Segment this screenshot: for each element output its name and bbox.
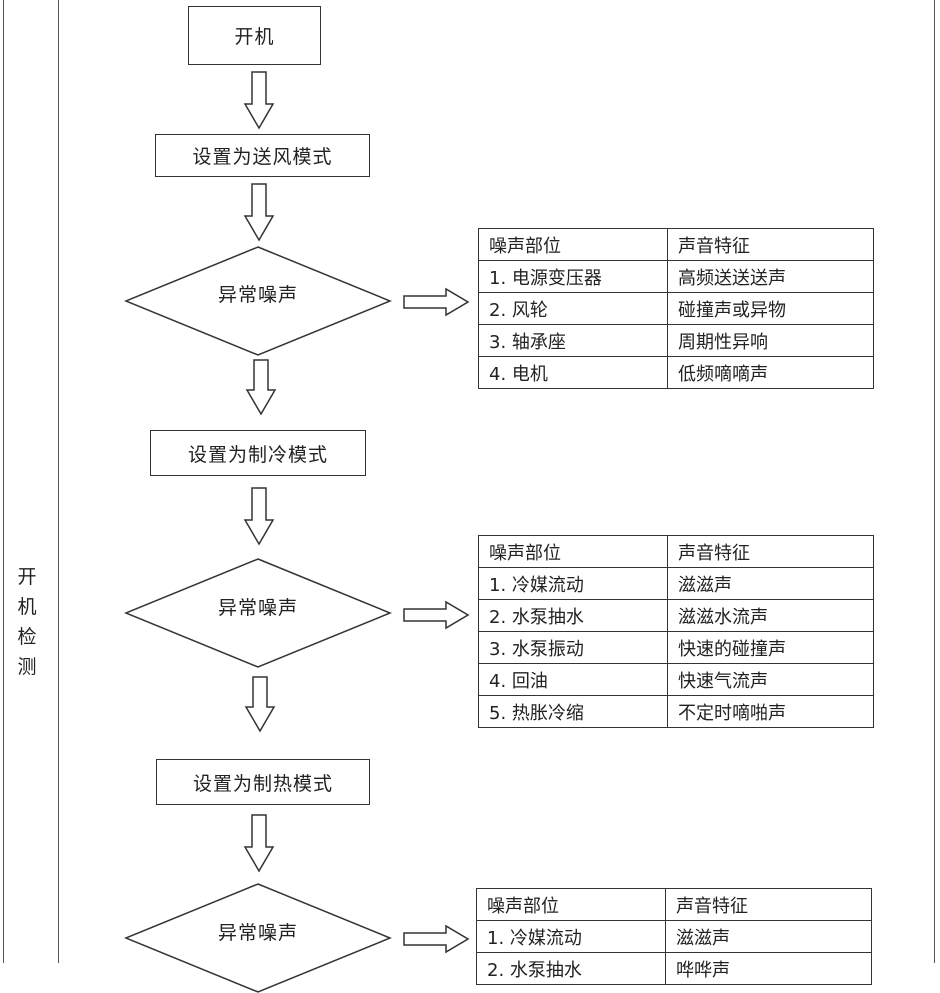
table-row: 1. 冷媒流动 滋滋声 <box>476 920 872 953</box>
decision-3-label: 异常噪声 <box>217 922 298 944</box>
table-header-cell: 噪声部位 <box>478 228 668 261</box>
table-header-row: 噪声部位 声音特征 <box>476 888 872 921</box>
table-row: 3. 轴承座 周期性异响 <box>478 324 874 357</box>
table-header-cell: 噪声部位 <box>476 888 666 921</box>
table-row: 4. 回油 快速气流声 <box>478 663 874 696</box>
table-cell: 快速气流声 <box>667 663 874 696</box>
table-row: 2. 水泵抽水 滋滋水流声 <box>478 599 874 632</box>
table-row: 2. 水泵抽水 哗哗声 <box>476 952 872 985</box>
table-cell: 5. 热胀冷缩 <box>478 695 668 728</box>
table-cell: 1. 冷媒流动 <box>476 920 666 953</box>
step-heat-mode-label: 设置为制热模式 <box>192 772 333 795</box>
table-cell: 4. 电机 <box>478 356 668 389</box>
table-row: 5. 热胀冷缩 不定时嘀啪声 <box>478 695 874 728</box>
table-row: 1. 冷媒流动 滋滋声 <box>478 567 874 600</box>
table-cell: 周期性异响 <box>667 324 874 357</box>
table-row: 3. 水泵振动 快速的碰撞声 <box>478 631 874 664</box>
step-cool-mode: 设置为制冷模式 <box>150 430 366 476</box>
table-row: 4. 电机 低频嘀嘀声 <box>478 356 874 389</box>
frame-right-border <box>934 0 935 963</box>
section-label: 开 机 检 测 <box>14 562 40 682</box>
table-cell: 2. 水泵抽水 <box>476 952 666 985</box>
table-cell: 1. 冷媒流动 <box>478 567 668 600</box>
frame-left-border <box>3 0 4 963</box>
table-header-cell: 声音特征 <box>665 888 872 921</box>
table-cell: 低频嘀嘀声 <box>667 356 874 389</box>
table-cell: 高频送送送声 <box>667 260 874 293</box>
arrow-down-icon <box>244 676 276 733</box>
step-start-label: 开机 <box>234 26 275 48</box>
step-heat-mode: 设置为制热模式 <box>156 759 370 805</box>
table-cell: 3. 轴承座 <box>478 324 668 357</box>
arrow-down-icon <box>243 487 275 546</box>
table-row: 1. 电源变压器 高频送送送声 <box>478 260 874 293</box>
noise-table-1: 噪声部位 声音特征 1. 电源变压器 高频送送送声 2. 风轮 碰撞声或异物 3… <box>478 228 874 389</box>
table-cell: 滋滋声 <box>667 567 874 600</box>
table-cell: 滋滋水流声 <box>667 599 874 632</box>
table-cell: 快速的碰撞声 <box>667 631 874 664</box>
arrow-down-icon <box>243 814 275 873</box>
noise-table-2: 噪声部位 声音特征 1. 冷媒流动 滋滋声 2. 水泵抽水 滋滋水流声 3. 水… <box>478 535 874 728</box>
step-cool-mode-label: 设置为制冷模式 <box>187 443 328 466</box>
section-label-char: 检 <box>17 626 37 648</box>
arrow-down-icon <box>245 359 277 416</box>
step-fan-mode: 设置为送风模式 <box>155 134 370 177</box>
table-header-cell: 声音特征 <box>667 228 874 261</box>
arrow-right-icon <box>403 600 470 630</box>
noise-table-3: 噪声部位 声音特征 1. 冷媒流动 滋滋声 2. 水泵抽水 哗哗声 <box>476 888 872 985</box>
section-label-char: 开 <box>17 566 37 588</box>
decision-diamond <box>124 246 392 356</box>
section-label-char: 机 <box>17 596 37 618</box>
arrow-right-icon <box>403 287 470 317</box>
step-start: 开机 <box>188 6 321 65</box>
table-cell: 不定时嘀啪声 <box>667 695 874 728</box>
table-cell: 2. 水泵抽水 <box>478 599 668 632</box>
section-label-char: 测 <box>17 656 37 678</box>
arrow-down-icon <box>243 71 275 130</box>
table-cell: 碰撞声或异物 <box>667 292 874 325</box>
arrow-right-icon <box>403 924 470 954</box>
decision-2-label: 异常噪声 <box>217 597 298 619</box>
table-cell: 4. 回油 <box>478 663 668 696</box>
table-header-row: 噪声部位 声音特征 <box>478 228 874 261</box>
decision-diamond <box>124 558 392 668</box>
table-cell: 2. 风轮 <box>478 292 668 325</box>
table-cell: 1. 电源变压器 <box>478 260 668 293</box>
decision-1-label: 异常噪声 <box>217 284 298 306</box>
table-header-cell: 噪声部位 <box>478 535 668 568</box>
table-cell: 3. 水泵振动 <box>478 631 668 664</box>
table-cell: 哗哗声 <box>665 952 872 985</box>
table-header-cell: 声音特征 <box>667 535 874 568</box>
arrow-down-icon <box>243 183 275 242</box>
frame-column-divider <box>58 0 59 963</box>
table-cell: 滋滋声 <box>665 920 872 953</box>
step-fan-mode-label: 设置为送风模式 <box>192 146 333 168</box>
table-header-row: 噪声部位 声音特征 <box>478 535 874 568</box>
table-row: 2. 风轮 碰撞声或异物 <box>478 292 874 325</box>
